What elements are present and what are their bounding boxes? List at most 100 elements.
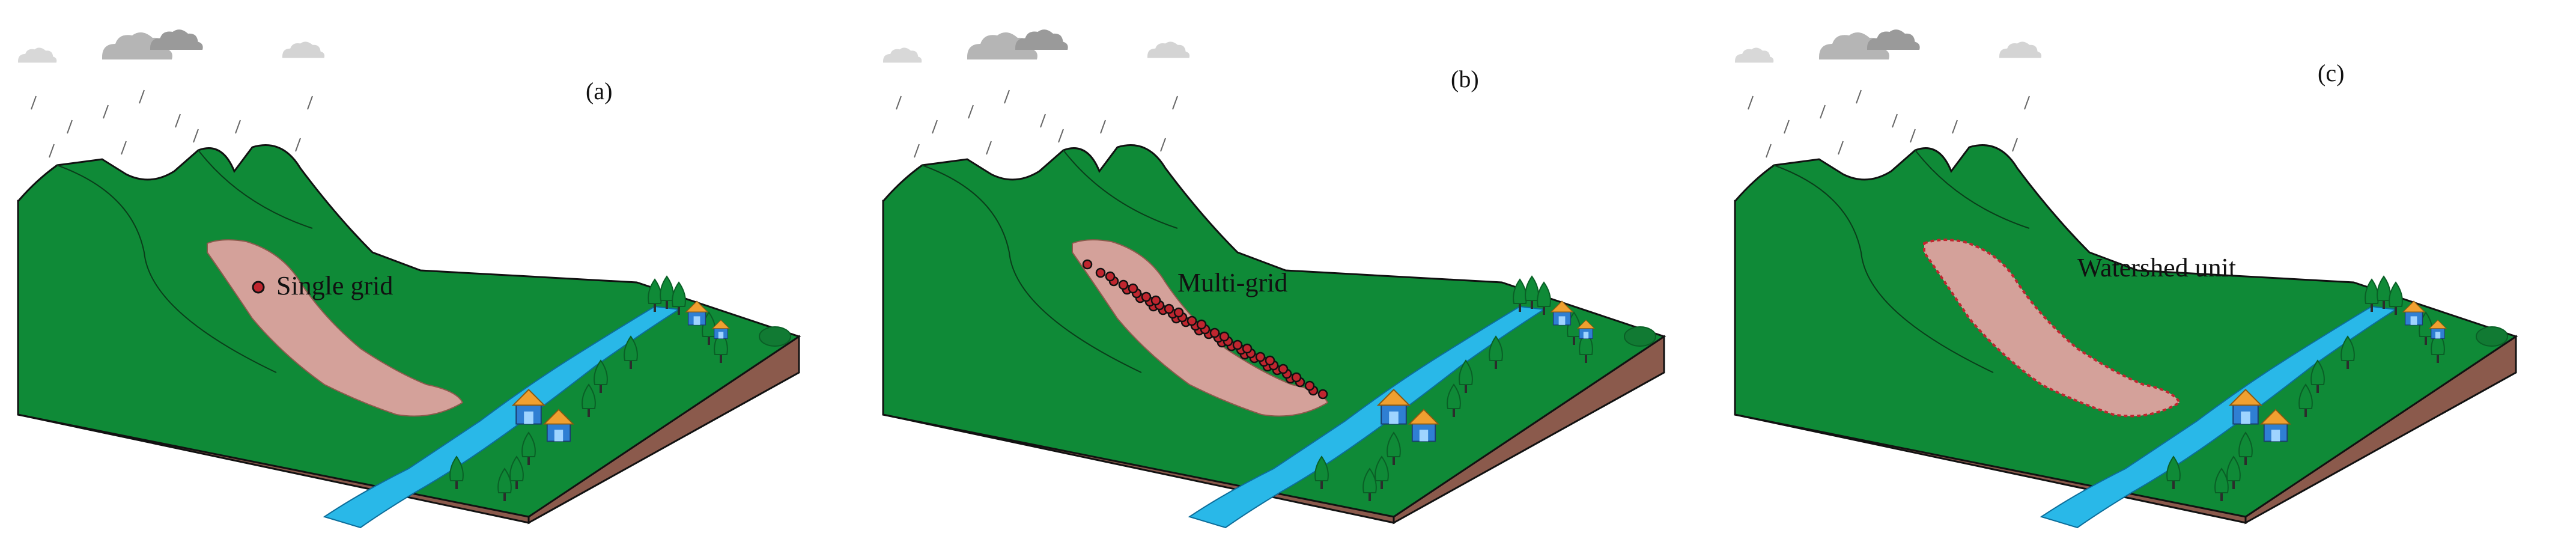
- tree-icon: [1459, 359, 1473, 393]
- cloud-icon: [967, 32, 1037, 59]
- cloud-icon: [1999, 41, 2042, 58]
- house-icon: [511, 389, 546, 425]
- house-icon: [1408, 409, 1440, 442]
- panel-b: (b) Multi-grid: [865, 0, 1724, 551]
- grid-marker-icon: [1232, 339, 1243, 350]
- terrain-surface: [882, 144, 1666, 518]
- tree-icon: [1513, 278, 1527, 312]
- grid-marker-icon: [1219, 331, 1230, 342]
- ridge-line: [1773, 165, 1994, 373]
- rain-icon: [968, 105, 974, 119]
- grid-marker-icon: [1186, 315, 1197, 326]
- grid-marker-icon: [1291, 372, 1302, 383]
- tree-icon: [509, 455, 524, 489]
- tree-icon: [1525, 275, 1539, 309]
- grid-marker-icon: [1242, 343, 1253, 354]
- region-label: Multi-grid: [1177, 268, 1287, 297]
- bush-icon: [2476, 326, 2508, 347]
- ridge-line: [922, 165, 1142, 373]
- landslide-area: [207, 239, 464, 417]
- grid-marker-icon: [1105, 271, 1116, 282]
- rain-icon: [103, 105, 109, 119]
- grid-marker-icon: [1317, 389, 1328, 400]
- tree-icon: [521, 431, 536, 465]
- ridge-line: [56, 165, 277, 373]
- rain-icon: [986, 141, 992, 155]
- region-label: Single grid: [276, 271, 393, 300]
- house-icon: [1576, 319, 1596, 339]
- rain-icon: [1766, 144, 1772, 158]
- landslide-area: [1923, 239, 2181, 418]
- rain-icon: [1100, 120, 1106, 134]
- tree-icon: [624, 335, 638, 369]
- cloud-icon: [1867, 29, 1920, 50]
- tree-icon: [2238, 431, 2253, 465]
- house-icon: [2259, 409, 2292, 442]
- tree-icon: [2298, 383, 2313, 417]
- diagram-multi-grid: [882, 29, 1666, 529]
- tree-icon: [1375, 455, 1389, 489]
- tree-icon: [1537, 281, 1551, 315]
- diagram-single-grid: [17, 29, 801, 529]
- rain-icon: [235, 120, 241, 134]
- tree-icon: [582, 383, 596, 417]
- tree-icon: [2310, 359, 2325, 393]
- panel-c: (c) Watershed unit: [1717, 0, 2576, 551]
- bush-icon: [759, 326, 791, 347]
- rain-icon: [295, 138, 301, 152]
- grid-marker-icon: [1304, 380, 1315, 391]
- house-icon: [2402, 300, 2426, 326]
- house-icon: [711, 319, 731, 339]
- rain-icon: [1838, 141, 1844, 155]
- tree-icon: [2377, 275, 2391, 309]
- grid-marker-icon: [1128, 283, 1138, 294]
- cloud-icon: [18, 47, 57, 63]
- tree-icon: [1387, 431, 1401, 465]
- rain-icon: [1748, 96, 1754, 110]
- rain-icon: [1952, 120, 1958, 134]
- rain-icon: [914, 144, 920, 158]
- rain-icon: [31, 96, 37, 110]
- ridge-line: [198, 150, 313, 229]
- tree-icon: [2389, 281, 2403, 315]
- panel-label: (c): [2318, 59, 2344, 87]
- tree-icon: [2214, 467, 2229, 501]
- rain-icon: [1172, 96, 1178, 110]
- grid-marker-icon: [1141, 291, 1152, 302]
- tree-icon: [1447, 383, 1461, 417]
- grid-marker-icon: [1209, 327, 1220, 338]
- rain-icon: [307, 96, 313, 110]
- grid-marker-icon: [1255, 352, 1266, 362]
- tree-icon: [497, 467, 512, 501]
- cloud-icon: [1735, 47, 1774, 63]
- tree-icon: [660, 275, 674, 309]
- house-icon: [1376, 389, 1411, 425]
- terrain-surface: [1734, 144, 2518, 518]
- cloud-icon: [1015, 29, 1068, 50]
- panel-label: (b): [1451, 65, 1479, 93]
- house-icon: [1550, 300, 1574, 326]
- rain-icon: [1004, 90, 1010, 104]
- tree-icon: [594, 359, 608, 393]
- rain-icon: [121, 141, 127, 155]
- panel-label: (a): [586, 78, 612, 105]
- tree-icon: [2226, 455, 2241, 489]
- rain-icon: [2012, 138, 2018, 152]
- house-icon: [542, 409, 575, 442]
- cloud-icon: [883, 47, 922, 63]
- rain-icon: [67, 120, 73, 134]
- bush-icon: [1624, 326, 1656, 347]
- rain-icon: [49, 144, 55, 158]
- tree-icon: [2365, 278, 2379, 312]
- tree-icon: [1489, 335, 1503, 369]
- rain-icon: [1784, 120, 1790, 134]
- cloud-icon: [150, 29, 203, 50]
- rain-icon: [1040, 114, 1046, 128]
- grid-marker-icon: [1095, 267, 1106, 278]
- cloud-icon: [102, 32, 172, 59]
- rain-icon: [2024, 96, 2030, 110]
- diagram-watershed-unit: [1734, 29, 2518, 529]
- rain-icon: [1910, 129, 1916, 143]
- grid-marker-icon: [1118, 279, 1129, 290]
- terrain-surface: [17, 144, 801, 518]
